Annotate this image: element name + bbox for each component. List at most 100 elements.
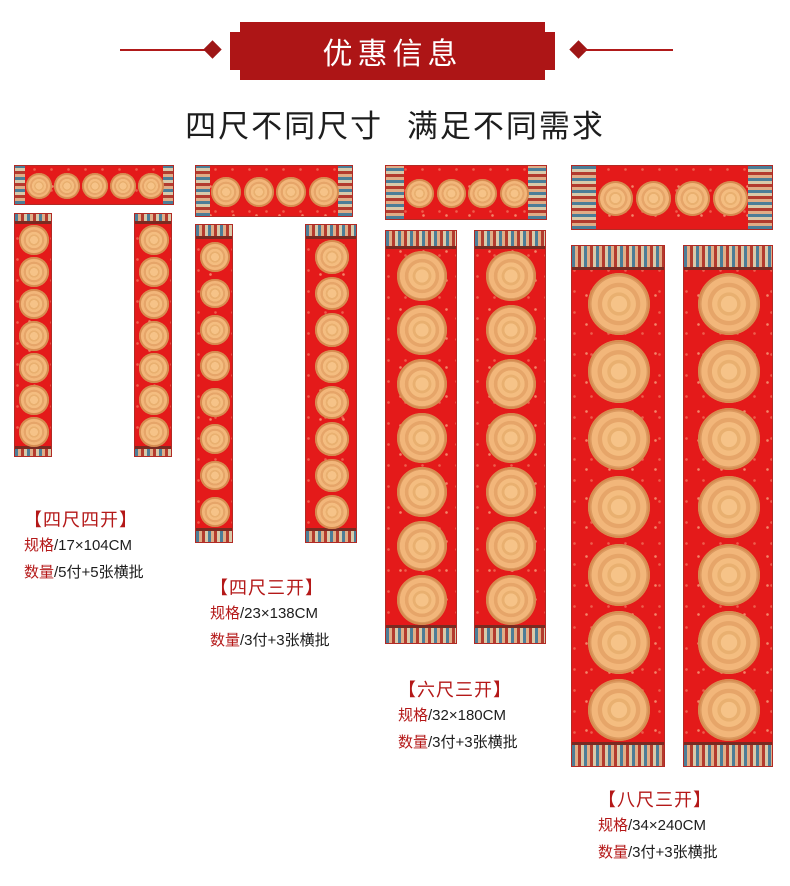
fortune-medallion-icon (587, 475, 651, 539)
ornamental-border-icon (306, 225, 356, 239)
fortune-medallion-icon (19, 385, 49, 415)
couplet-scroll-left (385, 230, 457, 644)
product-name: 【四尺三开】 (210, 578, 324, 599)
fortune-medallion-icon (697, 272, 761, 335)
fortune-medallion-icon (697, 340, 761, 403)
fortune-medallion-icon (139, 385, 169, 415)
fortune-medallion-icon (26, 173, 52, 199)
product-caption-4: 【八尺三开】 规格/34×240CM 数量/3付+3张横批 (598, 786, 718, 866)
fortune-medallion-icon (697, 678, 761, 742)
couplet-scroll-right (683, 245, 773, 767)
fortune-medallion-icon (82, 173, 108, 199)
spec-value: /17×104CM (54, 537, 132, 554)
fortune-medallion-icon (713, 180, 749, 217)
fortune-medallion-icon (587, 678, 651, 742)
quantity-value: /5付+5张横批 (54, 564, 144, 581)
fortune-medallion-icon (697, 543, 761, 606)
fortune-medallion-icon (315, 495, 349, 529)
fortune-medallion-icon (54, 173, 80, 199)
fortune-medallion-icon (200, 424, 230, 454)
fortune-medallion-icon (636, 180, 672, 217)
quantity-label: 数量 (398, 733, 429, 751)
fortune-medallion-icon (200, 387, 230, 418)
ornamental-border-icon (684, 246, 772, 270)
ornamental-border-icon (306, 528, 356, 542)
fortune-medallion-icon (486, 251, 536, 301)
fortune-medallion-icon (276, 177, 307, 207)
fortune-medallion-icon (315, 385, 349, 420)
fortune-medallion-icon (397, 251, 447, 301)
header-divider-left (120, 49, 208, 51)
product-caption-2: 【四尺三开】 规格/23×138CM 数量/3付+3张横批 (210, 574, 330, 654)
ornamental-border-icon (196, 225, 232, 239)
fortune-medallion-icon (19, 321, 49, 351)
fortune-medallion-icon (200, 242, 230, 272)
ornamental-border-icon (572, 246, 664, 270)
fortune-medallion-icon (468, 179, 498, 208)
ornamental-border-icon (528, 166, 546, 219)
header-badge: 优惠信息 (230, 22, 555, 80)
product-name: 【四尺四开】 (24, 510, 138, 531)
fortune-medallion-icon (200, 460, 230, 491)
couplet-scroll-right (474, 230, 546, 644)
ornamental-border-icon (748, 166, 772, 229)
couplet-scroll-right (305, 224, 357, 543)
fortune-medallion-icon (674, 180, 710, 217)
product-name: 【八尺三开】 (598, 790, 712, 811)
ornamental-border-icon (475, 625, 545, 643)
ornamental-border-icon (386, 625, 456, 643)
ornamental-border-icon (196, 528, 232, 542)
fortune-medallion-icon (200, 315, 230, 345)
fortune-medallion-icon (587, 340, 651, 403)
fortune-medallion-icon (139, 321, 169, 351)
ornamental-border-icon (572, 742, 664, 766)
fortune-medallion-icon (587, 611, 651, 674)
fortune-medallion-icon (200, 496, 230, 527)
spec-label: 规格 (210, 604, 241, 622)
fortune-medallion-icon (397, 305, 447, 355)
fortune-medallion-icon (139, 353, 169, 383)
product-quantity: 数量/3付+3张横批 (598, 839, 718, 866)
ornamental-border-icon (572, 166, 596, 229)
fortune-medallion-icon (486, 413, 536, 463)
fortune-medallion-icon (139, 225, 169, 255)
fortune-medallion-icon (587, 272, 651, 335)
ornamental-border-icon (15, 214, 51, 224)
couplet-scroll-left (195, 224, 233, 543)
fortune-medallion-icon (138, 173, 164, 199)
fortune-medallion-icon (486, 575, 536, 625)
ornamental-border-icon (196, 166, 210, 216)
horizontal-banner (385, 165, 547, 220)
spec-value: /34×240CM (628, 817, 706, 834)
fortune-medallion-icon (486, 467, 536, 517)
spec-label: 规格 (24, 536, 55, 554)
fortune-medallion-icon (587, 408, 651, 471)
quantity-label: 数量 (210, 631, 241, 649)
ornamental-border-icon (163, 166, 173, 204)
fortune-medallion-icon (436, 179, 466, 208)
couplet-scroll-left (14, 213, 52, 457)
fortune-medallion-icon (315, 458, 349, 493)
fortune-medallion-icon (486, 521, 536, 571)
quantity-value: /3付+3张横批 (240, 632, 330, 649)
fortune-medallion-icon (19, 353, 49, 383)
couplet-scroll-right (134, 213, 172, 457)
couplet-scroll-left (571, 245, 665, 767)
product-quantity: 数量/3付+3张横批 (398, 729, 518, 756)
fortune-medallion-icon (19, 225, 49, 255)
fortune-medallion-icon (587, 543, 651, 606)
quantity-label: 数量 (598, 843, 629, 861)
ornamental-border-icon (684, 742, 772, 766)
product-spec: 规格/23×138CM (210, 600, 330, 627)
ornamental-border-icon (338, 166, 352, 216)
ornamental-border-icon (475, 231, 545, 249)
ornamental-border-icon (135, 214, 171, 224)
horizontal-banner (195, 165, 353, 217)
fortune-medallion-icon (397, 413, 447, 463)
product-quantity: 数量/5付+5张横批 (24, 559, 144, 586)
horizontal-banner (571, 165, 773, 230)
product-spec: 规格/34×240CM (598, 812, 718, 839)
fortune-medallion-icon (486, 359, 536, 409)
fortune-medallion-icon (211, 177, 242, 207)
fortune-medallion-icon (397, 467, 447, 517)
